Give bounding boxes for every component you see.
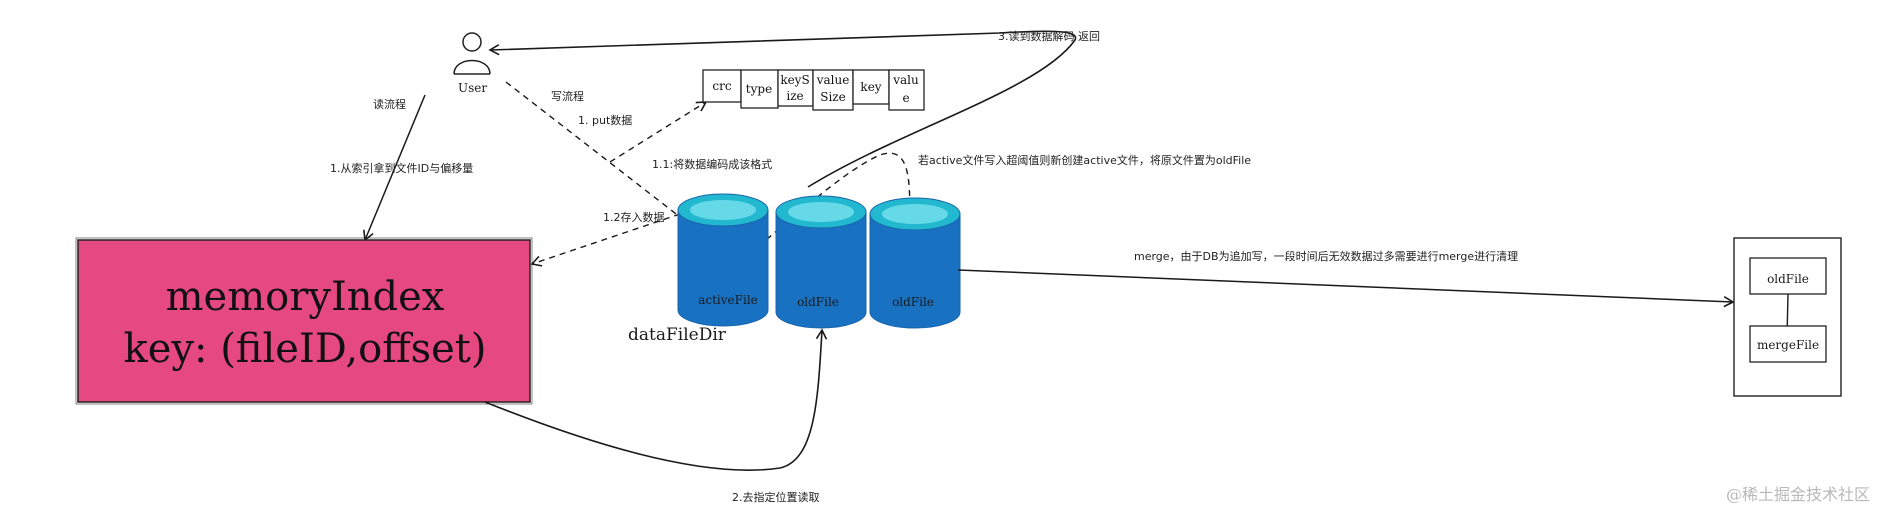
write-step1-label: 1. put数据 — [578, 113, 632, 127]
merge-file-label: mergeFile — [1757, 338, 1819, 352]
merge-note: merge，由于DB为追加写，一段时间后无效数据过多需要进行merge进行清理 — [1134, 249, 1518, 263]
read-arrow-file — [484, 328, 828, 471]
write-step1-2-label: 1.2存入数据 — [603, 210, 665, 224]
store-arrow — [530, 213, 681, 267]
read-step1-label: 1.从索引拿到文件ID与偏移量 — [330, 161, 473, 175]
record-cell-keysize — [777, 69, 814, 107]
record-cell-text: key — [860, 80, 881, 94]
read-step2-label: 2.去指定位置读取 — [732, 490, 820, 504]
user-label: User — [458, 81, 487, 95]
write-step1-1-label: 1.1:将数据编码成该格式 — [652, 157, 772, 171]
record-cell-text: valu — [892, 73, 919, 87]
data-file-old-1 — [775, 195, 867, 329]
data-file-label: activeFile — [698, 293, 758, 307]
record-cell-text: keyS — [780, 73, 809, 87]
merge-file-box — [1749, 325, 1827, 363]
user-icon — [453, 32, 491, 75]
data-dir-label: dataFileDir — [628, 325, 727, 345]
data-file-old-2 — [869, 197, 961, 329]
record-cell-text: crc — [712, 79, 731, 93]
record-cell-type — [740, 69, 779, 109]
read-arrow-index — [363, 94, 426, 242]
return-arrow — [488, 30, 1077, 188]
rotate-note: 若active文件写入超阈值则新创建active文件，将原文件置为oldFile — [918, 153, 1251, 167]
record-cell-value — [888, 69, 925, 111]
merge-old-file-box — [1749, 257, 1827, 295]
memory-index-box — [75, 237, 533, 405]
record-cell-text: value — [816, 73, 850, 87]
data-file-label: oldFile — [892, 295, 934, 309]
read-flow-title: 读流程 — [373, 97, 406, 111]
record-cell-text: type — [746, 82, 772, 96]
record-format: crc type keyS ize value Size key valu e — [702, 69, 925, 111]
data-file-label: oldFile — [797, 295, 839, 309]
write-flow-title: 写流程 — [551, 89, 584, 103]
data-file-active — [677, 193, 769, 327]
record-cell-text: ize — [786, 89, 803, 103]
read-step3-label: 3.读到数据解码 返回 — [998, 29, 1100, 43]
record-cell-crc — [702, 69, 742, 103]
record-cell-text: Size — [820, 90, 845, 104]
record-cell-text: e — [902, 91, 909, 105]
memory-index-title: memoryIndex — [166, 274, 445, 320]
merge-arrow — [957, 269, 1735, 308]
merge-old-file-label: oldFile — [1767, 272, 1809, 286]
watermark: @稀土掘金技术社区 — [1726, 485, 1870, 504]
encode-arrow — [609, 101, 708, 163]
memory-index-key: key: (fileID,offset) — [124, 326, 487, 372]
